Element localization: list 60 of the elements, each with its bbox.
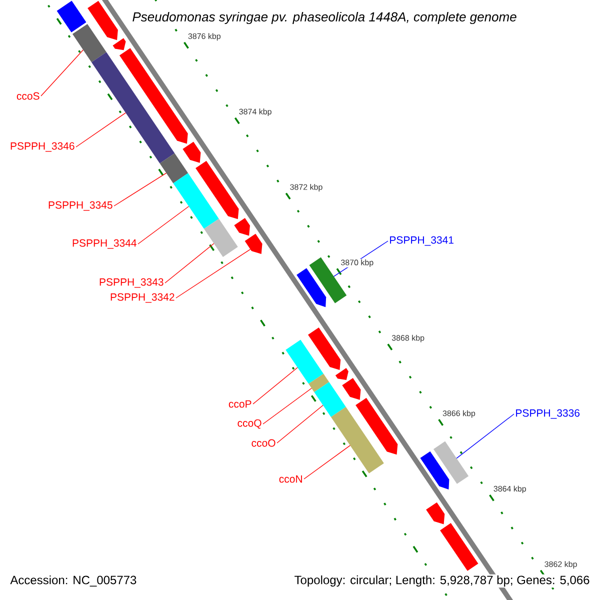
gene-bar xyxy=(196,160,239,220)
gene-bar xyxy=(72,24,106,62)
gene-label: ccoQ xyxy=(238,419,262,429)
gene-bar xyxy=(234,218,250,236)
gene-bar xyxy=(426,502,445,524)
gene-label: PSPPH_3346 xyxy=(10,142,74,152)
gene-bar xyxy=(314,382,346,417)
gene-bar xyxy=(56,0,86,32)
gene-label: ccoO xyxy=(252,439,276,447)
gene-label: PSPPH_3336 xyxy=(516,409,580,419)
gene-bar xyxy=(335,368,348,380)
scale-label: 3862 kbp xyxy=(544,560,578,570)
gene-bar xyxy=(308,374,330,392)
gene-label: PSPPH_3343 xyxy=(100,278,164,288)
gene-label: PSPPH_3344 xyxy=(72,239,136,249)
leader-line xyxy=(114,172,167,206)
accession-text: Accession: NC_005773 xyxy=(9,574,138,588)
gene-bar xyxy=(420,451,450,490)
gene-label: PSPPH_3341 xyxy=(390,236,454,246)
gene-bar xyxy=(296,268,326,308)
gene-label: ccoS xyxy=(16,92,40,100)
gene-label: ccoP xyxy=(228,400,252,408)
title: Pseudomonas syringae pv. phaseolicola 1448A, complete genome xyxy=(130,10,519,26)
genome-info-text: Topology: circular; Length: 5,928,787 bp; Genes: 5,066 xyxy=(293,574,591,588)
gene-bar xyxy=(173,173,219,229)
gene-bar xyxy=(356,398,398,455)
leader-line xyxy=(252,367,298,404)
gene-bar xyxy=(286,340,324,384)
leader-line xyxy=(164,243,214,284)
gene-bar xyxy=(112,38,126,50)
gene-label: ccoN xyxy=(279,475,302,483)
scale-label: 3870 kbp xyxy=(340,258,374,268)
scale-label: 3876 kbp xyxy=(187,32,222,42)
scale-label: 3868 kbp xyxy=(391,334,426,343)
gene-label: PSPPH_3342 xyxy=(110,293,174,303)
leader-line xyxy=(40,50,84,96)
gene-bar xyxy=(160,153,188,184)
leader-line xyxy=(262,388,312,424)
gene-bar xyxy=(182,142,201,163)
gene-bar xyxy=(119,48,188,144)
leader-line xyxy=(76,112,126,148)
gene-bar xyxy=(204,218,238,257)
scale-label: 3866 kbp xyxy=(442,410,476,418)
leader-line xyxy=(456,414,514,459)
gene-bar xyxy=(433,441,469,484)
leader-line xyxy=(138,206,190,244)
gene-bar xyxy=(308,327,341,370)
gene-bar xyxy=(244,234,262,254)
leader-line xyxy=(176,248,251,298)
gene-label: PSPPH_3345 xyxy=(48,201,112,211)
gene-bar xyxy=(330,406,384,474)
scale-label: 3874 kbp xyxy=(238,108,272,117)
leader-line xyxy=(304,445,350,480)
gene-bar xyxy=(88,0,118,40)
gene-bar xyxy=(440,523,478,571)
scale-label: 3872 kbp xyxy=(289,184,324,192)
gene-bar xyxy=(342,378,361,400)
gene-bar xyxy=(92,52,175,164)
scale-label: 3864 kbp xyxy=(492,485,527,494)
leader-line xyxy=(276,404,324,444)
